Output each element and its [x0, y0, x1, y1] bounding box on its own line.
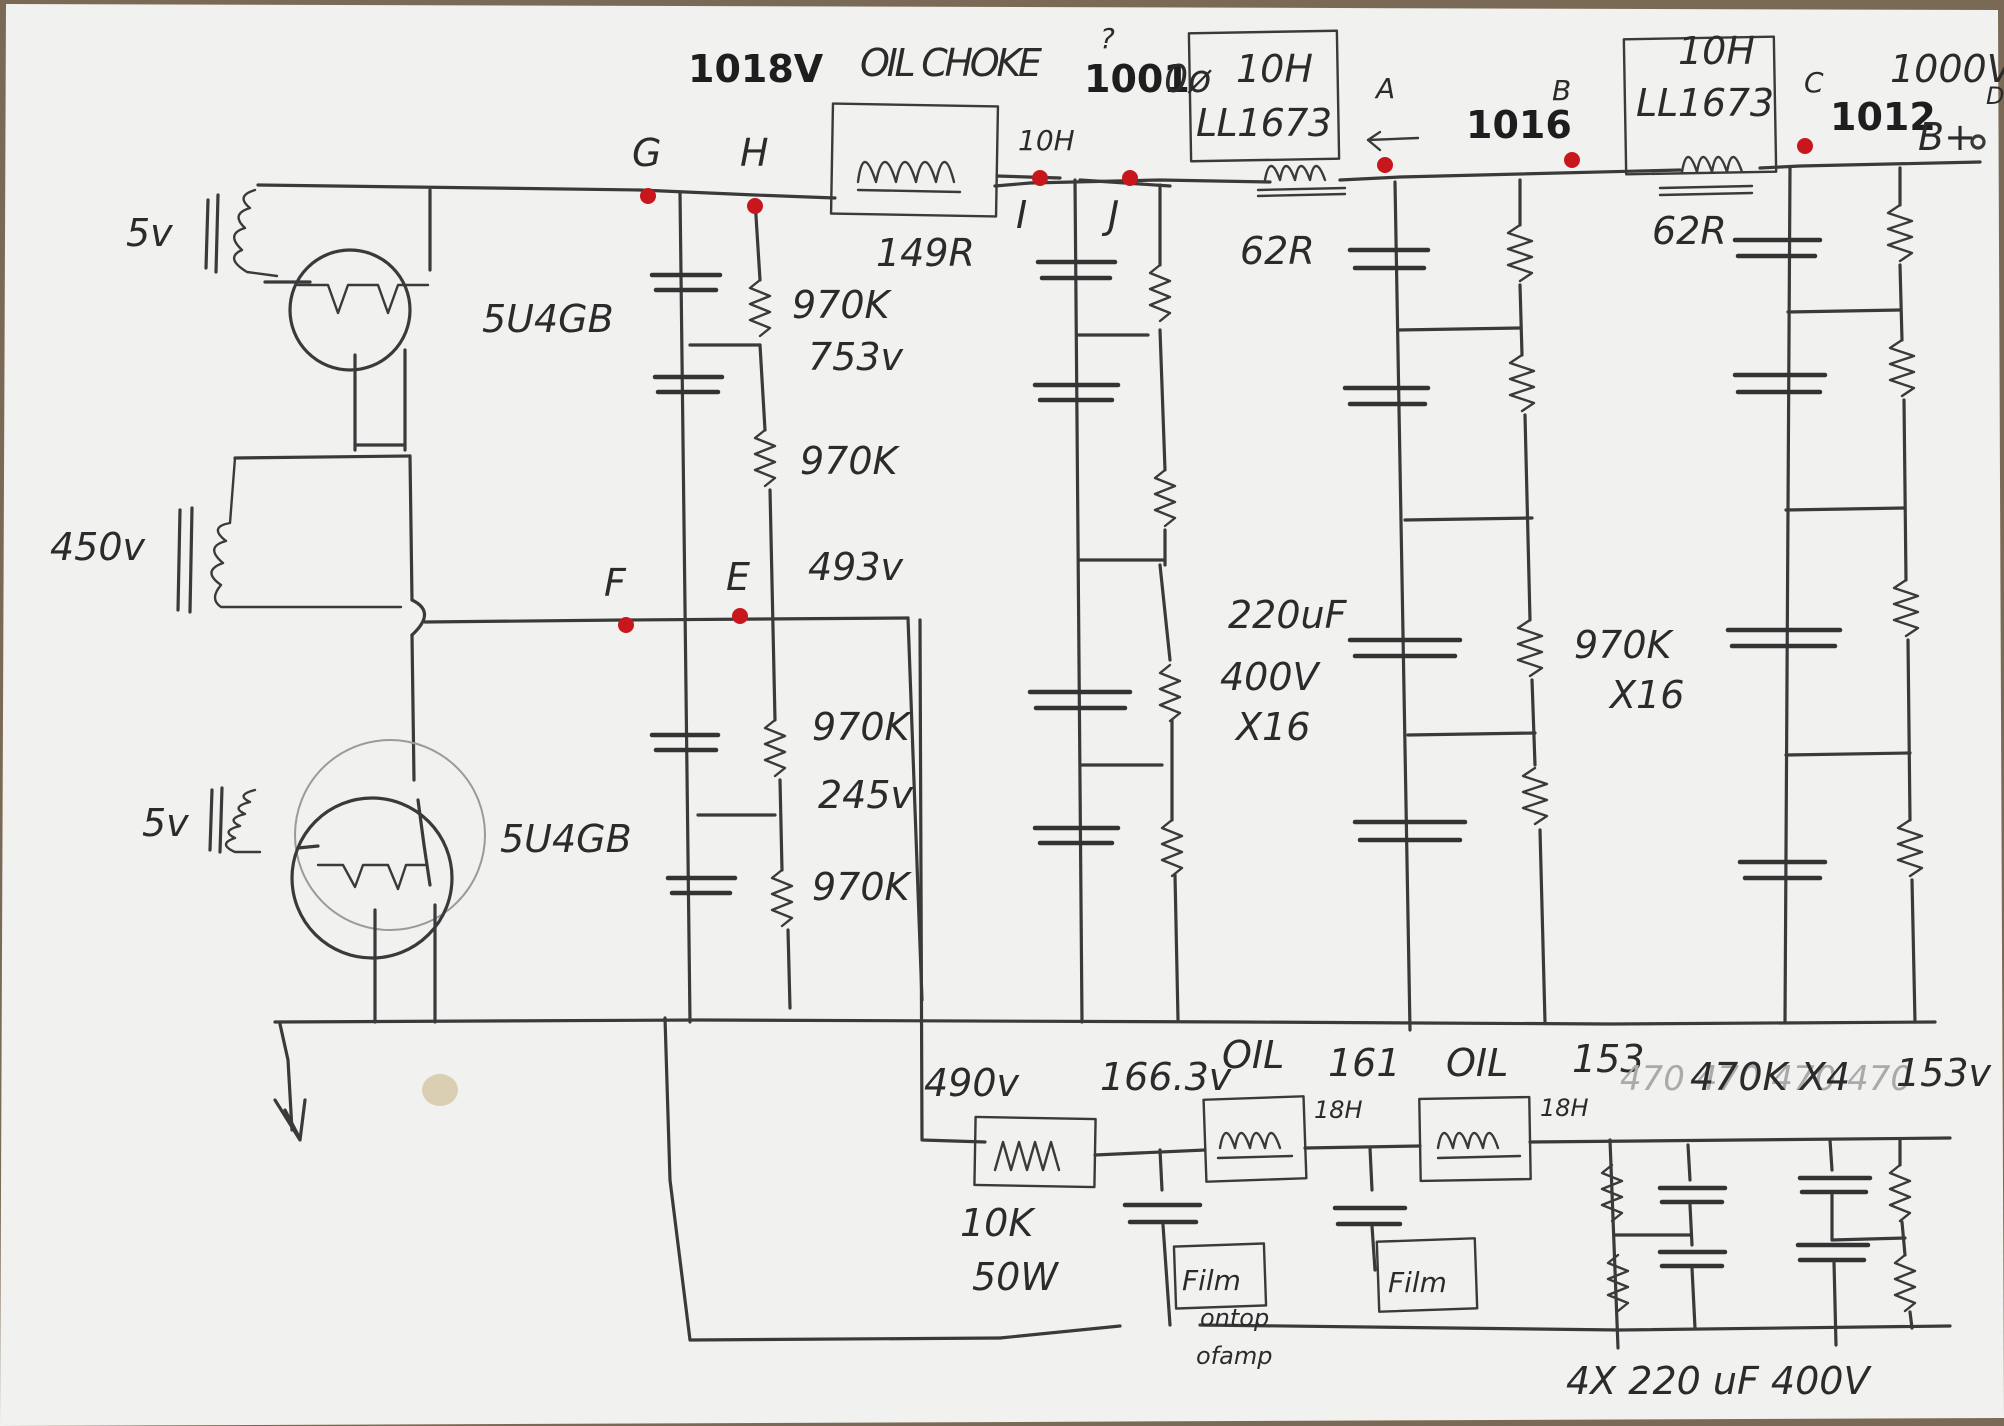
ontop-note: ontop — [1200, 1304, 1269, 1332]
choke-ll1673-a — [1187, 29, 1420, 198]
voltage-1018: 1018V — [688, 47, 824, 91]
lower-filter — [663, 618, 1952, 1350]
node-label-d: D — [1986, 82, 2004, 110]
tube-top-type: 5U4GB — [482, 297, 614, 341]
resistor-bank-count: X16 — [1608, 673, 1684, 717]
voltage-161: 161 — [1328, 1041, 1401, 1085]
voltage-1000: 1000V — [1890, 47, 2004, 91]
choke-a-dcr: 62R — [1240, 229, 1315, 273]
node-label-g: G — [632, 131, 661, 175]
faint-background-text: 470 470 470 470 — [1620, 1059, 1912, 1099]
node-dot-d — [1970, 134, 1986, 150]
node-dot-c — [1797, 138, 1813, 154]
film-cap-b-label: Film — [1388, 1266, 1447, 1299]
oil-label-2: OIL — [1446, 1041, 1508, 1085]
film-cap-b — [1375, 1237, 1479, 1313]
resistor-970k-3: 970K — [812, 705, 913, 749]
choke-i-inductance: 10H — [1018, 124, 1075, 157]
heater-bottom-voltage: 5v — [142, 801, 189, 845]
resistor-970k-4: 970K — [812, 865, 913, 909]
node-label-f: F — [604, 561, 627, 605]
question-mark: ? — [1100, 22, 1115, 55]
resistor-470k: 470K — [1690, 1055, 1791, 1099]
tube-bottom-type: 5U4GB — [500, 817, 632, 861]
ladder-ij — [1027, 178, 1184, 1024]
choke-dcr-149: 149R — [876, 231, 975, 275]
hv-secondary-voltage: 450v — [50, 525, 146, 569]
voltage-166: 166.3v — [1100, 1055, 1232, 1099]
voltage-153-b: 153v — [1896, 1051, 1992, 1095]
choke-a-model: LL1673 — [1196, 101, 1332, 145]
node-label-h: H — [740, 131, 769, 175]
node-dot-b — [1564, 152, 1580, 168]
heater-top-voltage: 5v — [126, 211, 173, 255]
node-label-i: I — [1016, 193, 1027, 237]
resistor-10k-label: 10K — [960, 1201, 1036, 1245]
film-cap-a-label: Film — [1182, 1264, 1241, 1297]
choke-18h-a: 18H — [1314, 1096, 1363, 1124]
node-dot-h — [747, 198, 763, 214]
resistor-50w-label: 50W — [972, 1255, 1059, 1299]
voltage-753: 753v — [808, 335, 904, 379]
resistor-970k-1: 970K — [792, 283, 893, 327]
node-label-c: C — [1804, 66, 1824, 99]
voltage-245: 245v — [818, 773, 914, 817]
node-dot-i — [1032, 170, 1048, 186]
node-dot-e — [732, 608, 748, 624]
cap-bank-value: 220uF — [1228, 593, 1348, 637]
resistor-10k — [973, 1115, 1097, 1189]
voltage-1016: 1016 — [1466, 103, 1572, 147]
oil-choke-18h-a — [1202, 1095, 1308, 1183]
ofamp-note: ofamp — [1196, 1342, 1272, 1370]
cap-bank-count: X16 — [1234, 705, 1310, 749]
node-dot-f — [618, 617, 634, 633]
voltage-1001-struck: 0ø — [1164, 57, 1212, 101]
choke-b-inductance: 10H — [1678, 29, 1755, 73]
choke-ll1673-b — [1622, 35, 1778, 197]
oil-choke-18h-b — [1418, 1095, 1532, 1183]
node-markers — [618, 134, 1986, 633]
node-label-e: E — [726, 555, 750, 599]
ladder-ab — [1342, 178, 1549, 1032]
ground-symbol — [273, 1098, 307, 1142]
oil-label-1: OIL — [1222, 1033, 1284, 1077]
choke-b-dcr: 62R — [1652, 209, 1727, 253]
voltage-1001: 1001 — [1084, 57, 1190, 101]
voltage-1012: 1012 — [1830, 95, 1936, 139]
labels: 1018V OIL CHOKE ? 1001 0ø 10H LL1673 A 1… — [50, 22, 2004, 1403]
voltage-153: 153 — [1572, 1037, 1645, 1081]
voltage-493: 493v — [808, 545, 904, 589]
bottom-rectifier — [208, 739, 486, 1024]
tube-bottom-envelope — [290, 796, 454, 960]
resistor-970k-2: 970K — [800, 439, 901, 483]
choke-b-model: LL1673 — [1636, 81, 1774, 125]
resistor-count-x4: X4 — [1798, 1055, 1850, 1099]
film-cap-a — [1172, 1242, 1268, 1310]
node-label-b: B — [1552, 74, 1571, 107]
paper-stain — [422, 1074, 458, 1106]
node-dot-g — [640, 188, 656, 204]
hv-transformer — [176, 454, 627, 782]
tube-top-envelope — [288, 248, 412, 372]
choke-18h-b: 18H — [1540, 1094, 1589, 1122]
resistor-bank-value: 970K — [1574, 623, 1675, 667]
bplus-label: B+ — [1918, 115, 1976, 159]
node-dot-a — [1377, 157, 1393, 173]
ladder-cd — [1725, 166, 1924, 1024]
bottom-cap-bank-note: 4X 220 uF 400V — [1566, 1359, 1872, 1403]
paper — [0, 4, 2004, 1426]
choke-a-inductance: 10H — [1236, 47, 1313, 91]
node-label-a: A — [1374, 72, 1395, 105]
voltage-490: 490v — [924, 1061, 1020, 1105]
top-rectifier — [204, 188, 432, 452]
ground-bus — [273, 1018, 1937, 1142]
oil-choke-label: OIL CHOKE — [860, 41, 1042, 85]
node-dot-j — [1122, 170, 1138, 186]
cap-bank-voltage: 400V — [1220, 655, 1322, 699]
